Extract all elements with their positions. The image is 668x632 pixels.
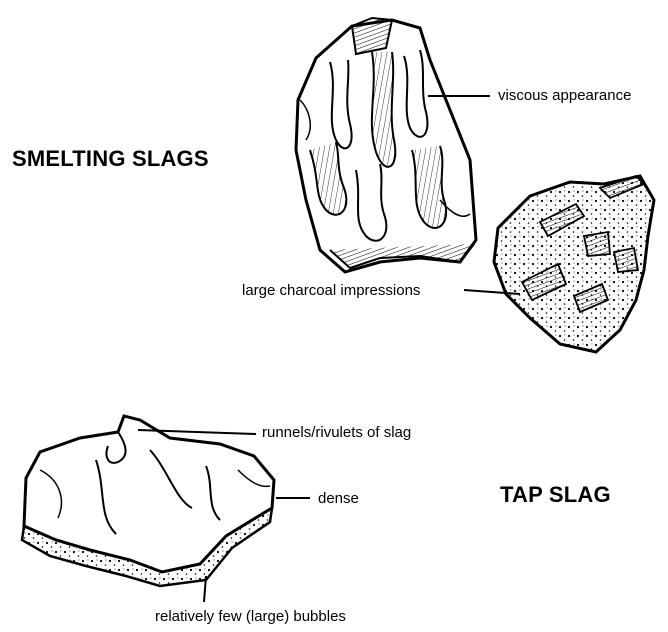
viscous-slag-drawing — [296, 18, 476, 272]
tap-slag-drawing — [22, 416, 274, 586]
charcoal-slag-drawing — [494, 176, 654, 352]
